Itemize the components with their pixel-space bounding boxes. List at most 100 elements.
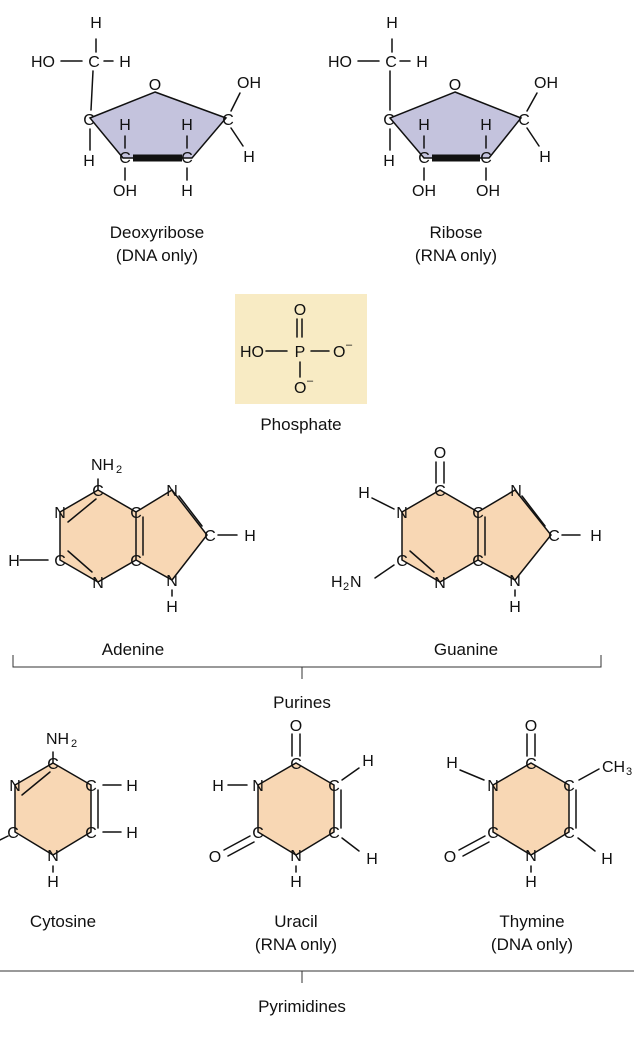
atom-label: N [434, 575, 446, 592]
atom-label: C [563, 778, 575, 795]
atom-label: H [480, 117, 492, 134]
charge-label: – [346, 339, 353, 351]
atom-label: H [386, 15, 398, 32]
atom-label: H [525, 874, 537, 891]
purines-label: Purines [273, 693, 331, 712]
atom-label: H [126, 825, 138, 842]
atom-label: H [590, 528, 602, 545]
carbonyl-oxygen-label: O [209, 849, 221, 866]
atom-label: H [181, 117, 193, 134]
deoxyribose-structure: H HO C H O OH C H C H H H C C OH H Deoxy… [31, 15, 261, 265]
guanine-label: Guanine [434, 640, 498, 659]
atom-label: OH [412, 183, 436, 200]
atom-label: C [385, 54, 397, 71]
atom-label: H [181, 183, 193, 200]
atom-label: O [294, 302, 306, 319]
atom-label: O [333, 344, 345, 361]
guanine-structure: O C N H C N C H C C N N H H 2 N Guanine [331, 445, 602, 659]
atom-label: OH [113, 183, 137, 200]
atom-label: C [47, 756, 59, 773]
atom-label: N [509, 573, 521, 590]
atom-label: C [181, 150, 193, 167]
thymine-structure: O C N H C CH 3 C H C O N H Thymine (DNA … [444, 718, 632, 954]
atom-label: H [366, 851, 378, 868]
ribose-label: Ribose [430, 223, 483, 242]
atom-label: H [47, 874, 59, 891]
atom-label: N [54, 505, 66, 522]
phosphate-structure: O HO P O – O – Phosphate [235, 294, 367, 434]
deoxyribose-ring [88, 91, 228, 159]
atom-label: H [418, 117, 430, 134]
subscript-label: 2 [71, 738, 77, 750]
purines-bracket: Purines [12, 655, 602, 712]
atom-label: C [518, 112, 530, 129]
atom-label: C [525, 756, 537, 773]
atom-label: C [85, 825, 97, 842]
subscript-label: 2 [116, 464, 122, 476]
atom-label: H [212, 778, 224, 795]
atom-label: C [92, 483, 104, 500]
atom-label: N [252, 778, 264, 795]
atom-label: HO [328, 54, 352, 71]
atom-label: N [92, 575, 104, 592]
atom-label: H [416, 54, 428, 71]
uracil-structure: O C N H C H C H C O N H Uracil (RNA only… [209, 718, 378, 954]
atom-label: C [222, 112, 234, 129]
uracil-note: (RNA only) [255, 935, 337, 954]
atom-label: N [166, 573, 178, 590]
charge-label: – [307, 375, 314, 387]
pyrimidines-label: Pyrimidines [258, 997, 346, 1016]
atom-label: H [119, 117, 131, 134]
uracil-ring [258, 763, 334, 855]
ring-oxygen-label: O [449, 77, 461, 94]
adenine-label: Adenine [102, 640, 164, 659]
atom-label: H [8, 553, 20, 570]
atom-label: H [244, 528, 256, 545]
amino-group-label: N [350, 574, 362, 591]
atom-label: C [54, 553, 66, 570]
pyrimidines-bracket: Pyrimidines [0, 970, 634, 1016]
ribose-structure: H HO C H O OH C H C H H H C C OH OH Ribo… [328, 15, 558, 265]
atom-label: H [358, 485, 370, 502]
atom-label: OH [237, 75, 261, 92]
atom-label: H [539, 149, 551, 166]
atom-label: C [119, 150, 131, 167]
atom-label: C [88, 54, 100, 71]
adenine-structure: NH 2 C N C N C H C H C N N H Adenine [8, 457, 256, 659]
atom-label: N [487, 778, 499, 795]
cytosine-ring [15, 763, 91, 855]
ribose-ring [388, 91, 523, 159]
carbonyl-oxygen-label: O [444, 849, 456, 866]
atom-label: C [472, 505, 484, 522]
amino-group-label: H [331, 574, 343, 591]
atom-label: N [396, 505, 408, 522]
atom-label: C [328, 778, 340, 795]
phosphate-label: Phosphate [260, 415, 341, 434]
atom-label: HO [240, 344, 264, 361]
atom-label: N [166, 483, 178, 500]
atom-label: H [243, 149, 255, 166]
thymine-label: Thymine [499, 912, 564, 931]
adenine-ring [60, 490, 136, 582]
deoxyribose-label: Deoxyribose [110, 223, 205, 242]
atom-label: C [328, 825, 340, 842]
atom-label: C [563, 825, 575, 842]
methyl-group-label: CH [602, 759, 625, 776]
ring-oxygen-label: O [149, 77, 161, 94]
atom-label: OH [534, 75, 558, 92]
atom-label: H [383, 153, 395, 170]
atom-label: C [480, 150, 492, 167]
atom-label: C [83, 112, 95, 129]
atom-label: C [252, 825, 264, 842]
phosphate-highlight-box [235, 294, 367, 404]
atom-label: HO [31, 54, 55, 71]
atom-label: N [47, 848, 59, 865]
subscript-label: 3 [626, 766, 632, 778]
atom-label: C [7, 825, 19, 842]
atom-label: C [487, 825, 499, 842]
carbonyl-oxygen-label: O [290, 718, 302, 735]
atom-label: C [418, 150, 430, 167]
deoxyribose-note: (DNA only) [116, 246, 198, 265]
atom-label: H [166, 599, 178, 616]
atom-label: N [290, 848, 302, 865]
